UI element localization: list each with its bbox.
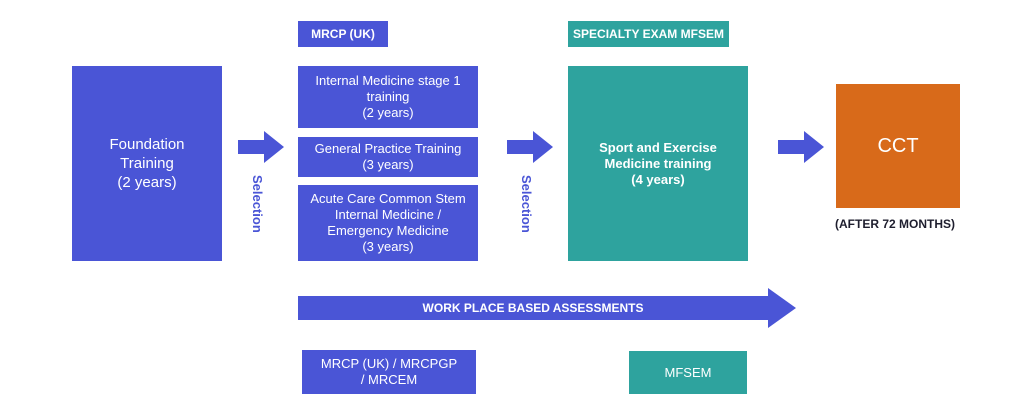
core-option-name: Internal Medicine stage 1 training <box>315 73 461 104</box>
cct-box: CCT <box>836 84 960 208</box>
wpba-label: WORK PLACE BASED ASSESSMENTS <box>422 301 644 315</box>
mrcp-header: MRCP (UK) <box>298 21 388 47</box>
foundation-training-box: Foundation Training (2 years) <box>72 66 222 261</box>
core-option-duration: (3 years) <box>362 239 414 254</box>
core-exams-box: MRCP (UK) / MRCPGP / MRCEM <box>302 350 476 394</box>
core-option-name: General Practice Training <box>314 141 462 156</box>
specialty-exam-header: SPECIALTY EXAM MFSEM <box>568 21 729 47</box>
arrow-right-icon <box>778 131 824 163</box>
sem-training-box: Sport and Exercise Medicine training (4 … <box>568 66 748 261</box>
foundation-training-title: Foundation Training <box>109 136 185 172</box>
core-option-name: Acute Care Common Stem Internal Medicine… <box>310 191 466 238</box>
core-option-general-practice: General Practice Training (3 years) <box>298 137 478 177</box>
sem-training-title: Sport and Exercise Medicine training <box>599 139 717 171</box>
selection-label-1: Selection <box>250 175 265 233</box>
core-option-duration: (2 years) <box>362 105 414 120</box>
core-exams-label: MRCP (UK) / MRCPGP / MRCEM <box>320 356 458 387</box>
cct-title: CCT <box>877 134 919 157</box>
sem-training-duration: (4 years) <box>631 171 685 187</box>
core-option-duration: (3 years) <box>362 157 414 172</box>
long-arrow-right-icon <box>298 288 796 328</box>
selection-label-2: Selection <box>519 175 534 233</box>
specialty-exam-label: MFSEM <box>664 364 712 380</box>
arrow-right-icon <box>507 131 553 163</box>
core-option-internal-medicine: Internal Medicine stage 1 training (2 ye… <box>298 66 478 128</box>
arrow-right-icon <box>238 131 284 163</box>
specialty-exam-box: MFSEM <box>629 351 747 394</box>
core-option-accs: Acute Care Common Stem Internal Medicine… <box>298 185 478 261</box>
cct-caption: (AFTER 72 MONTHS) <box>835 217 955 231</box>
foundation-training-duration: (2 years) <box>117 174 177 191</box>
